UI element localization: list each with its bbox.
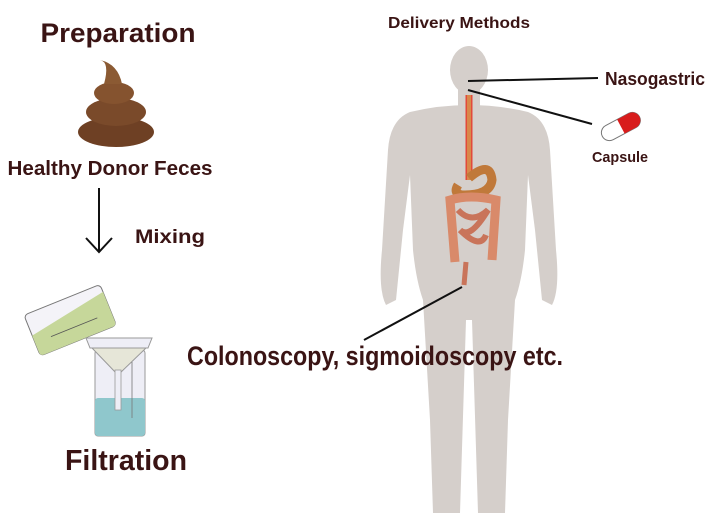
donor-feces-label: Healthy Donor Feces (8, 158, 213, 180)
feces-icon (78, 60, 154, 147)
capsule-pointer-line (467, 89, 593, 125)
preparation-title: Preparation (41, 18, 196, 48)
colonoscopy-pointer-line (363, 286, 463, 341)
capsule-label: Capsule (592, 149, 648, 166)
nasogastric-pointer-line (467, 77, 599, 82)
digestive-tract (445, 95, 501, 286)
filtration-label: Filtration (65, 445, 187, 477)
capsule-icon (600, 111, 641, 142)
delivery-title: Delivery Methods (388, 15, 530, 32)
arrow-down-icon (85, 188, 113, 254)
mixing-label: Mixing (135, 227, 205, 248)
colonoscopy-label: Colonoscopy, sigmoidoscopy etc. (187, 341, 563, 371)
pouring-beaker-icon (24, 285, 116, 356)
filter-beaker-icon (85, 337, 153, 437)
nasogastric-label: Nasogastric (605, 69, 705, 89)
